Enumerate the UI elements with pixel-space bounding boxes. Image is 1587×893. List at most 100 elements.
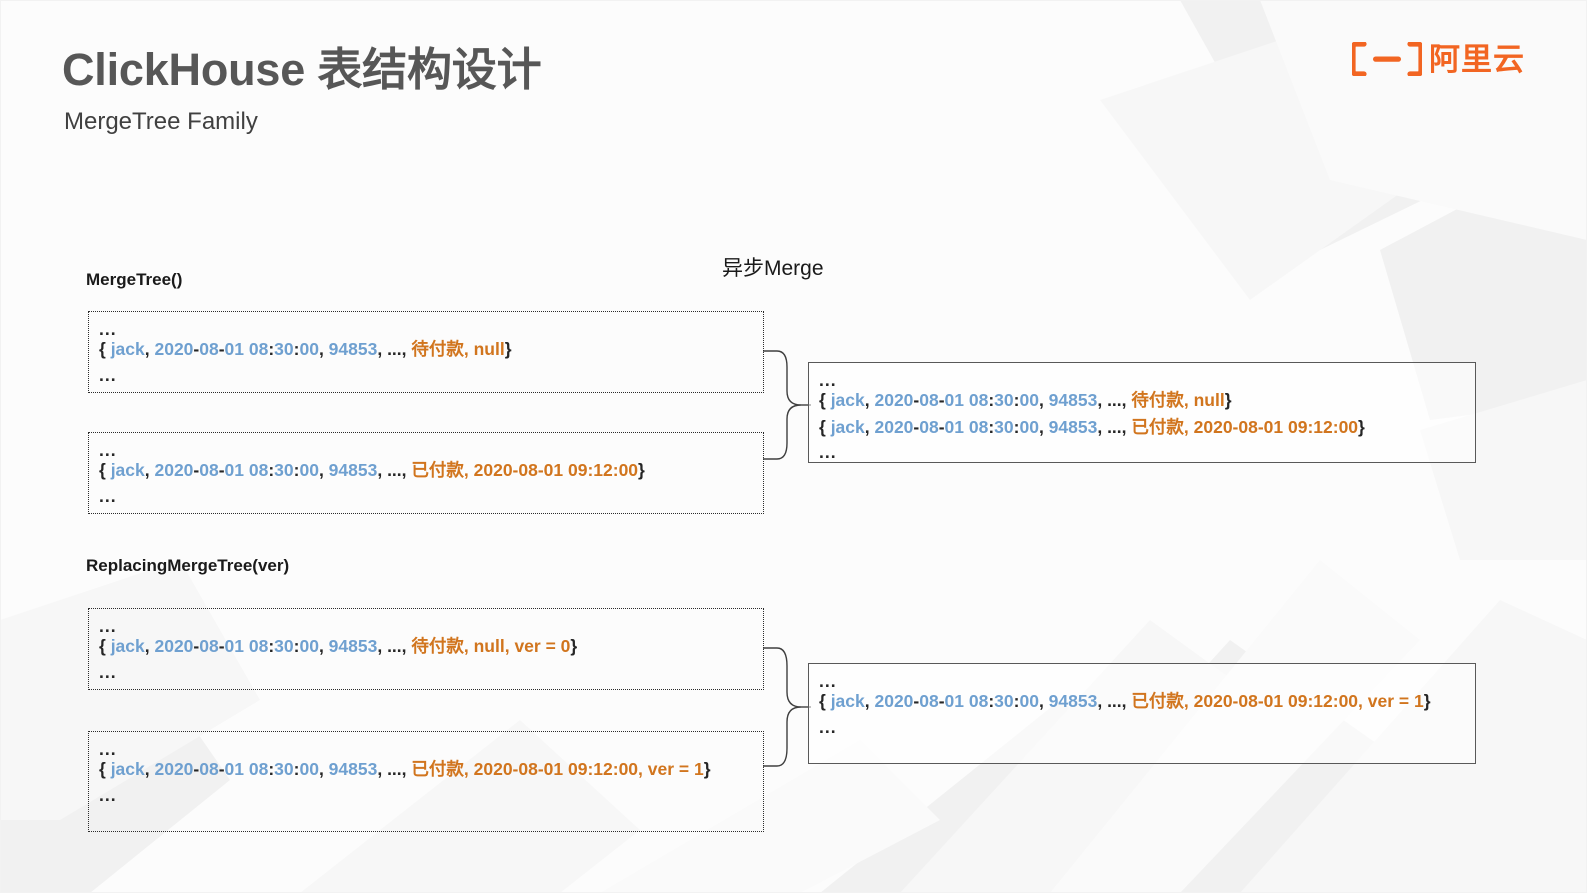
input-box-mergetree-part1[interactable]: ... { jack, 2020-08-01 08:30:00, 94853, … (88, 311, 764, 393)
data-token: 01 08 (224, 636, 269, 656)
data-token: , ..., (377, 460, 412, 480)
data-token: , (1038, 691, 1049, 711)
data-token: 2020 (874, 691, 914, 711)
ellipsis-bottom: ... (99, 364, 117, 385)
data-token: - (913, 416, 920, 437)
data-row: { jack, 2020-08-01 08:30:00, 94853, ...,… (99, 336, 753, 363)
ellipsis-bottom: ... (99, 661, 117, 682)
data-token: 30 (274, 460, 294, 480)
data-token: : (268, 636, 275, 656)
input-box-replacing-part1[interactable]: ... { jack, 2020-08-01 08:30:00, 94853, … (88, 608, 764, 690)
data-row: { jack, 2020-08-01 08:30:00, 94853, ...,… (99, 633, 753, 660)
data-token: : (988, 390, 995, 410)
data-token: 94853 (1048, 691, 1098, 711)
data-token: 2020 (154, 460, 194, 480)
data-token: 30 (274, 759, 294, 779)
data-token: { (819, 390, 831, 410)
page-subtitle: MergeTree Family (64, 108, 258, 135)
data-token: , ..., (1097, 390, 1132, 410)
data-token: 08 (919, 390, 939, 410)
data-token: , ..., (377, 636, 412, 656)
data-token: 01 08 (224, 339, 269, 359)
data-token: 00 (1019, 390, 1039, 410)
data-token: - (938, 416, 945, 437)
data-token: 2020 (154, 759, 194, 779)
ellipsis-top: ... (99, 440, 117, 460)
data-token: , (144, 339, 155, 359)
output-box-mergetree[interactable]: ... { jack, 2020-08-01 08:30:00, 94853, … (808, 362, 1476, 463)
data-token: 08 (199, 759, 219, 779)
data-token: : (988, 416, 995, 437)
data-token: { (819, 416, 831, 437)
data-row: { jack, 2020-08-01 08:30:00, 94853, ...,… (99, 457, 753, 484)
data-token: } (1224, 390, 1232, 410)
data-token: 2020 (154, 636, 194, 656)
data-token: 30 (994, 416, 1014, 437)
data-token: 94853 (328, 460, 378, 480)
data-token: 00 (1019, 416, 1039, 437)
data-token: , (144, 460, 155, 480)
data-token: jack (830, 390, 865, 410)
data-token: 已付款, 2020-08-01 09:12:00, ver = 1 (1131, 691, 1424, 711)
ellipsis-top: ... (819, 370, 837, 390)
data-token: : (1013, 416, 1020, 437)
data-token: jack (830, 416, 865, 437)
data-token: : (293, 460, 300, 480)
data-token: , (1038, 390, 1049, 410)
data-token: jack (110, 636, 145, 656)
alibaba-cloud-logo-icon (1352, 42, 1422, 76)
data-token: 00 (299, 636, 319, 656)
data-token: : (293, 339, 300, 359)
brand-logo-text: 阿里云 (1429, 41, 1525, 77)
data-row: { jack, 2020-08-01 08:30:00, 94853, ...,… (99, 756, 753, 783)
data-token: 2020 (874, 416, 914, 437)
data-token: 30 (994, 691, 1014, 711)
ellipsis-top: ... (99, 739, 117, 759)
data-token: : (268, 759, 275, 779)
data-token: 01 08 (224, 759, 269, 779)
data-token: 01 08 (944, 390, 989, 410)
data-token: } (570, 636, 578, 656)
data-token: 2020 (874, 390, 914, 410)
input-box-mergetree-part2[interactable]: ... { jack, 2020-08-01 08:30:00, 94853, … (88, 432, 764, 514)
data-token: { (99, 460, 111, 480)
data-token: { (99, 636, 111, 656)
data-token: - (218, 339, 225, 359)
ellipsis-bottom: ... (99, 784, 117, 805)
ellipsis-bottom: ... (99, 485, 117, 506)
data-token: 00 (299, 460, 319, 480)
data-token: : (293, 636, 300, 656)
data-token: : (1013, 390, 1020, 410)
data-token: 已付款, 2020-08-01 09:12:00 (1131, 416, 1359, 437)
data-token: , ..., (1097, 691, 1132, 711)
data-token: 94853 (328, 636, 378, 656)
data-row: { jack, 2020-08-01 08:30:00, 94853, ...,… (819, 414, 1465, 441)
ellipsis-top: ... (99, 616, 117, 636)
data-token: , (318, 636, 329, 656)
data-token: 94853 (1048, 416, 1098, 437)
data-token: : (268, 460, 275, 480)
data-token: { (819, 691, 831, 711)
data-token: - (193, 339, 200, 359)
data-row: { jack, 2020-08-01 08:30:00, 94853, ...,… (819, 387, 1465, 414)
data-token: jack (110, 460, 145, 480)
data-token: , ..., (377, 759, 412, 779)
data-token: 30 (274, 636, 294, 656)
data-token: 01 08 (224, 460, 269, 480)
ellipsis-top: ... (819, 671, 837, 691)
async-merge-label: 异步Merge (722, 257, 824, 280)
data-token: jack (110, 759, 145, 779)
data-token: , ..., (1097, 416, 1132, 437)
data-token: 待付款, null (1131, 390, 1225, 410)
data-token: 08 (199, 460, 219, 480)
data-token: } (703, 759, 711, 779)
ellipsis-bottom: ... (819, 716, 837, 737)
ellipsis-bottom: ... (819, 442, 837, 463)
data-token: 00 (299, 759, 319, 779)
output-box-replacing[interactable]: ... { jack, 2020-08-01 08:30:00, 94853, … (808, 663, 1476, 764)
section-label-mergetree: MergeTree() (86, 270, 183, 289)
input-box-replacing-part2[interactable]: ... { jack, 2020-08-01 08:30:00, 94853, … (88, 731, 764, 832)
data-token: 94853 (328, 759, 378, 779)
data-token: 待付款, null, ver = 0 (411, 636, 571, 656)
